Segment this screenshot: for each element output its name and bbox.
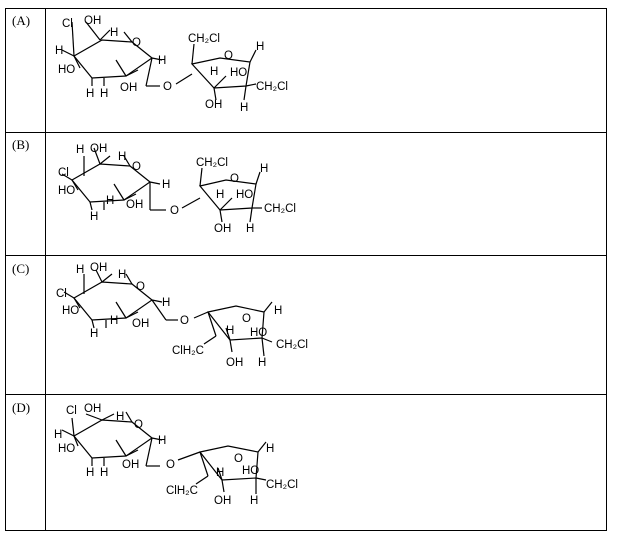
atom-label: Cl bbox=[56, 288, 67, 300]
atom-label: H bbox=[250, 495, 258, 507]
atom-label: H bbox=[158, 55, 166, 67]
atom-label: H bbox=[162, 179, 170, 191]
atom-label: OH bbox=[214, 223, 231, 235]
linker-oxygen: O bbox=[170, 205, 179, 217]
atom-label: H bbox=[118, 151, 126, 163]
atom-label: HO bbox=[62, 305, 79, 317]
atom-label: Cl bbox=[66, 405, 77, 417]
atom-label: OH bbox=[84, 15, 101, 27]
atom-label: ClH₂C bbox=[172, 345, 204, 357]
structure-d: Cl OH H H HO H H OH H O O ClH₂C O H HO H… bbox=[54, 403, 298, 507]
atom-label: H bbox=[210, 66, 218, 78]
atom-label: Cl bbox=[62, 18, 73, 30]
atom-label: H bbox=[100, 88, 108, 100]
structure-c: H OH Cl H HO H H OH H O O ClH₂C O H HO H… bbox=[56, 262, 308, 369]
atom-label: OH bbox=[90, 262, 107, 274]
atom-label: CH₂Cl bbox=[196, 157, 228, 169]
atom-label: HO bbox=[58, 443, 75, 455]
option-label-d: (D) bbox=[12, 400, 30, 415]
atom-label: H bbox=[226, 325, 234, 337]
atom-label: OH bbox=[205, 99, 222, 111]
atom-label: Cl bbox=[58, 167, 69, 179]
atom-label: OH bbox=[122, 459, 139, 471]
ring-oxygen: O bbox=[132, 161, 141, 173]
atom-label: H bbox=[216, 467, 224, 479]
atom-label: H bbox=[86, 467, 94, 479]
atom-label: H bbox=[118, 269, 126, 281]
atom-label: OH bbox=[132, 318, 149, 330]
atom-label: H bbox=[260, 163, 268, 175]
atom-label: H bbox=[240, 102, 248, 114]
atom-label: HO bbox=[236, 189, 253, 201]
ring-oxygen: O bbox=[136, 281, 145, 293]
atom-label: H bbox=[100, 467, 108, 479]
atom-label: H bbox=[106, 195, 114, 207]
atom-label: CH₂Cl bbox=[276, 339, 308, 351]
atom-label: OH bbox=[84, 403, 101, 415]
atom-label: H bbox=[116, 411, 124, 423]
atom-label: HO bbox=[58, 185, 75, 197]
atom-label: OH bbox=[126, 199, 143, 211]
atom-label: H bbox=[256, 41, 264, 53]
ring-oxygen: O bbox=[234, 453, 243, 465]
atom-label: H bbox=[76, 144, 84, 156]
atom-label: H bbox=[76, 264, 84, 276]
atom-label: H bbox=[90, 328, 98, 340]
linker-oxygen: O bbox=[180, 315, 189, 327]
ring-oxygen: O bbox=[132, 37, 141, 49]
atom-label: HO bbox=[250, 327, 267, 339]
atom-label: H bbox=[216, 189, 224, 201]
atom-label: H bbox=[55, 45, 63, 57]
atom-label: CH₂Cl bbox=[266, 479, 298, 491]
structure-a: Cl OH H H HO H H OH H O O CH₂Cl O H HO H… bbox=[55, 15, 288, 114]
atom-label: HO bbox=[242, 465, 259, 477]
atom-label: H bbox=[162, 297, 170, 309]
atom-label: HO bbox=[230, 67, 247, 79]
atom-label: H bbox=[90, 211, 98, 223]
atom-label: HO bbox=[58, 64, 75, 76]
atom-label: OH bbox=[120, 82, 137, 94]
ring-oxygen: O bbox=[134, 419, 143, 431]
atom-label: ClH₂C bbox=[166, 485, 198, 497]
atom-label: OH bbox=[214, 495, 231, 507]
atom-label: H bbox=[110, 315, 118, 327]
structure-b: H OH Cl H HO H H OH H O O CH₂Cl O H HO H… bbox=[58, 143, 296, 235]
atom-label: CH₂Cl bbox=[264, 203, 296, 215]
atom-label: H bbox=[110, 27, 118, 39]
atom-label: OH bbox=[90, 143, 107, 155]
atom-label: H bbox=[274, 305, 282, 317]
atom-label: H bbox=[246, 223, 254, 235]
ring-oxygen: O bbox=[230, 173, 239, 185]
atom-label: CH₂Cl bbox=[188, 33, 220, 45]
linker-oxygen: O bbox=[166, 459, 175, 471]
atom-label: OH bbox=[226, 357, 243, 369]
atom-label: H bbox=[158, 435, 166, 447]
atom-label: CH₂Cl bbox=[256, 81, 288, 93]
option-label-a: (A) bbox=[12, 13, 30, 28]
ring-oxygen: O bbox=[224, 50, 233, 62]
option-label-c: (C) bbox=[12, 261, 29, 276]
table-border bbox=[5, 8, 607, 531]
atom-label: H bbox=[54, 429, 62, 441]
option-label-b: (B) bbox=[12, 137, 29, 152]
ring-oxygen: O bbox=[242, 313, 251, 325]
atom-label: H bbox=[86, 88, 94, 100]
atom-label: H bbox=[258, 357, 266, 369]
linker-oxygen: O bbox=[163, 81, 172, 93]
atom-label: H bbox=[266, 443, 274, 455]
